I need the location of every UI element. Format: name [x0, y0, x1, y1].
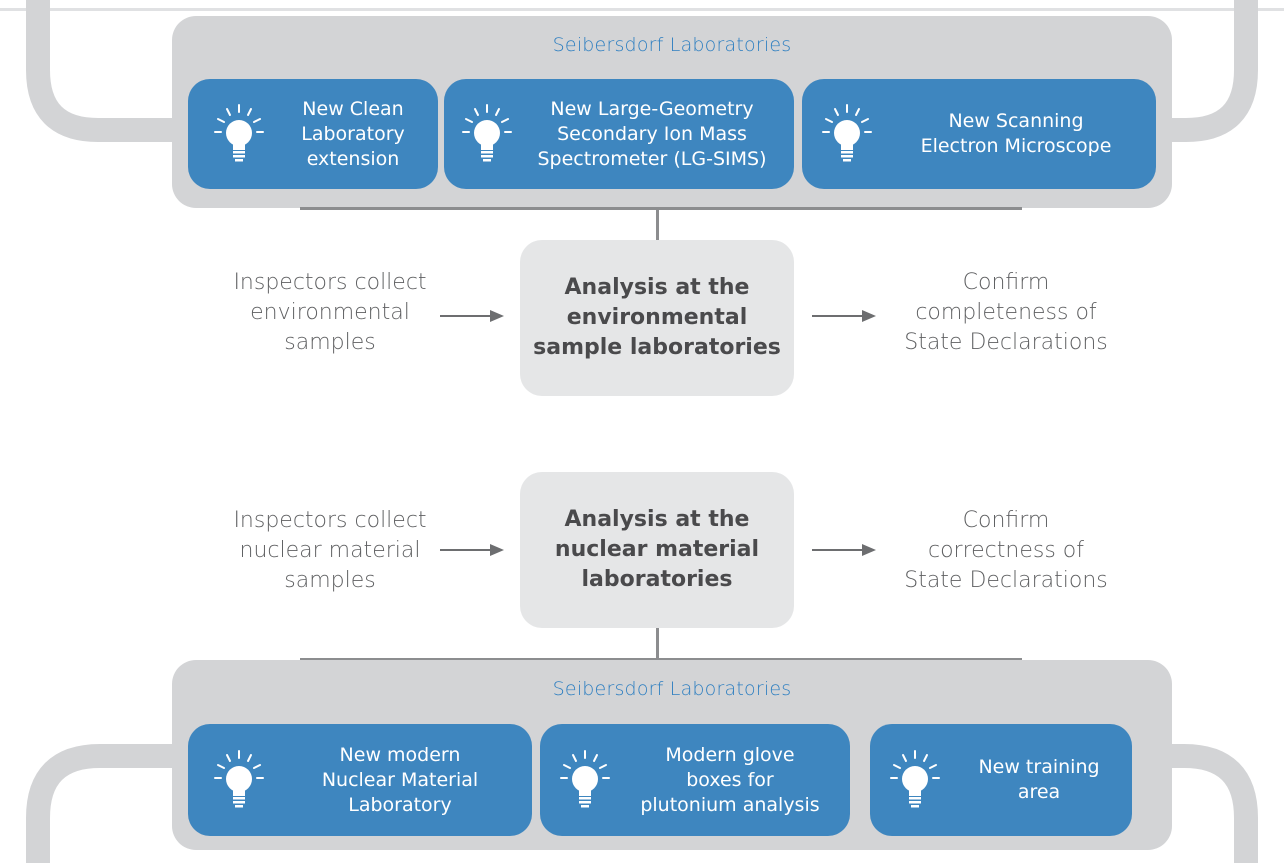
env-center-line: sample laboratories — [533, 335, 781, 360]
nuclear-output-line: Confirm — [962, 508, 1050, 533]
nuclear-analysis-box: Analysis at the nuclear material laborat… — [520, 472, 794, 628]
card-line: New training — [978, 756, 1100, 778]
top-lab-title: Seibersdorf Laboratories — [552, 34, 792, 56]
nuclear-input-text: Inspectors collect nuclear material samp… — [200, 506, 460, 596]
card-line: New Clean — [302, 97, 404, 120]
lightbulb-icon — [822, 104, 872, 162]
card-line: plutonium analysis — [640, 793, 820, 816]
lightbulb-icon — [560, 750, 610, 808]
nuclear-output-line: correctness of — [927, 538, 1085, 563]
card-line: Electron Microscope — [920, 135, 1112, 157]
env-input-text: Inspectors collect environmental samples — [200, 268, 460, 358]
nuclear-output-text: Confirm correctness of State Declaration… — [866, 506, 1146, 596]
nuclear-input-line: nuclear material — [239, 538, 421, 563]
card-line: Spectrometer (LG-SIMS) — [537, 147, 767, 170]
lightbulb-icon — [890, 750, 940, 808]
top-divider — [0, 8, 1284, 11]
card-line: Nuclear Material — [321, 768, 479, 791]
card-training-area: New training area — [870, 724, 1132, 836]
top-right-arc — [1084, 0, 1258, 142]
env-input-line: Inspectors collect — [233, 270, 427, 295]
env-output-line: State Declarations — [904, 330, 1108, 355]
card-line: Laboratory — [301, 122, 405, 145]
nuclear-input-arrow — [440, 544, 504, 556]
top-left-arc — [26, 0, 200, 142]
card-line: New Large-Geometry — [550, 97, 754, 120]
env-analysis-box: Analysis at the environmental sample lab… — [520, 240, 794, 396]
env-input-line: environmental — [250, 300, 410, 325]
top-connector-vertical — [656, 208, 659, 240]
card-line: New modern — [339, 743, 461, 766]
nuclear-center-line: Analysis at the — [564, 507, 750, 532]
bottom-connector-vertical — [656, 628, 659, 660]
env-output-text: Confirm completeness of State Declaratio… — [866, 268, 1146, 358]
card-line: Laboratory — [348, 793, 452, 816]
bottom-lab-panel: Seibersdorf Laboratories New modern Nucl… — [172, 660, 1172, 850]
nuclear-center-line: nuclear material — [554, 537, 760, 562]
env-output-line: Confirm — [962, 270, 1050, 295]
lightbulb-icon — [462, 104, 512, 162]
lightbulb-icon — [214, 104, 264, 162]
card-lg-sims: New Large-Geometry Secondary Ion Mass Sp… — [444, 79, 794, 189]
nuclear-output-line: State Declarations — [904, 568, 1108, 593]
card-clean-lab: New Clean Laboratory extension — [188, 79, 438, 189]
card-line: New Scanning — [948, 110, 1084, 132]
card-line: extension — [306, 147, 400, 170]
card-sem: New Scanning Electron Microscope — [802, 79, 1156, 189]
bottom-connector-horizontal — [300, 658, 1022, 661]
top-lab-panel: Seibersdorf Laboratories New Clean Labor… — [172, 16, 1172, 208]
nuclear-center-line: laboratories — [581, 567, 733, 592]
card-line: Secondary Ion Mass — [557, 122, 747, 145]
env-input-line: samples — [284, 330, 376, 355]
card-nuclear-lab: New modern Nuclear Material Laboratory — [188, 724, 532, 836]
top-connector-horizontal — [300, 207, 1022, 210]
lightbulb-icon — [214, 750, 264, 808]
env-input-arrow — [440, 310, 504, 322]
env-output-arrow — [812, 310, 876, 322]
nuclear-output-arrow — [812, 544, 876, 556]
bottom-lab-title: Seibersdorf Laboratories — [552, 678, 792, 700]
bottom-right-arc — [1084, 744, 1258, 863]
card-glove-boxes: Modern glove boxes for plutonium analysi… — [540, 724, 850, 836]
env-center-line: Analysis at the — [564, 275, 750, 300]
nuclear-input-line: Inspectors collect — [233, 508, 427, 533]
bottom-left-arc — [26, 744, 200, 863]
card-line: Modern glove — [665, 743, 795, 766]
env-output-line: completeness of — [915, 300, 1097, 325]
card-line: area — [1017, 781, 1061, 803]
nuclear-input-line: samples — [284, 568, 376, 593]
env-center-line: environmental — [566, 305, 748, 330]
card-line: boxes for — [686, 768, 774, 791]
